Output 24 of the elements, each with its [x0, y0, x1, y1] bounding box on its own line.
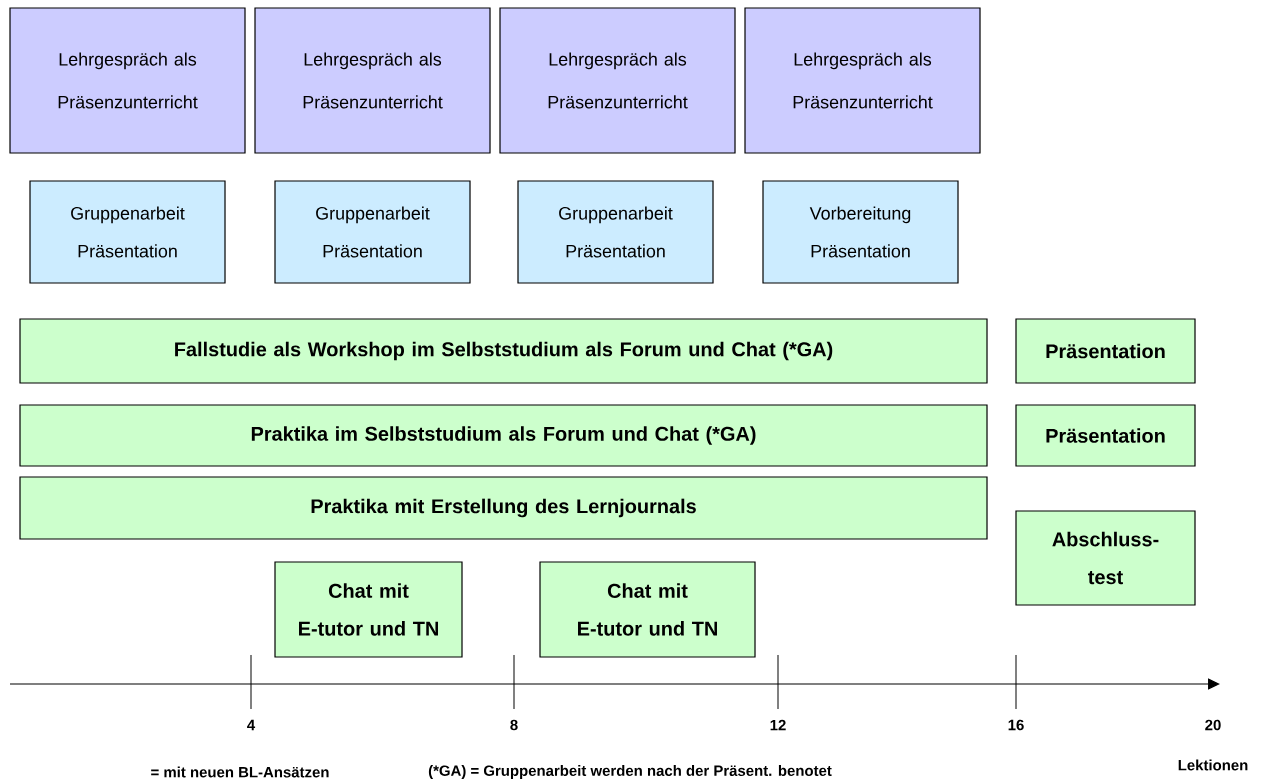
lecture-box: Lehrgespräch als Präsenzunterricht [744, 7, 981, 154]
axis-title: Lektionen [1178, 759, 1248, 771]
phase-bar: Präsentation [1015, 318, 1196, 384]
activity-box: Gruppenarbeit Präsentation [29, 180, 226, 284]
phase-box: Abschluss-test [1015, 510, 1196, 606]
tick-label: 4 [247, 719, 256, 731]
lecture-box: Lehrgespräch als Präsenzunterricht [254, 7, 491, 154]
tick-label: 16 [1008, 719, 1024, 731]
lecture-box: Lehrgespräch als Präsenzunterricht [499, 7, 736, 154]
phase-bar: Praktika im Selbststudium als Forum und Chat (*GA) [19, 404, 988, 467]
phase-bar: Präsentation [1015, 404, 1196, 467]
tick-label: 12 [770, 719, 786, 731]
activity-box: Vorbereitung Präsentation [762, 180, 959, 284]
note: = mit neuen BL-Ansätzen [151, 766, 329, 778]
tick-label: 8 [510, 719, 518, 731]
phase-bar: Praktika mit Erstellung des Lernjournals [19, 476, 988, 540]
activity-box: Gruppenarbeit Präsentation [517, 180, 714, 284]
lecture-box: Lehrgespräch als Präsenzunterricht [9, 7, 246, 154]
activity-box: Gruppenarbeit Präsentation [274, 180, 471, 284]
tick-label: 20 [1205, 719, 1221, 731]
phase-bar: Fallstudie als Workshop im Selbststudium als Forum und Chat (*GA) [19, 318, 988, 384]
phase-box: Chat mit E-tutor und TN [274, 561, 463, 658]
phase-box: Chat mit E-tutor und TN [539, 561, 756, 658]
note: (*GA) = Gruppenarbeit werden nach der Präsent. benotet [428, 765, 832, 779]
